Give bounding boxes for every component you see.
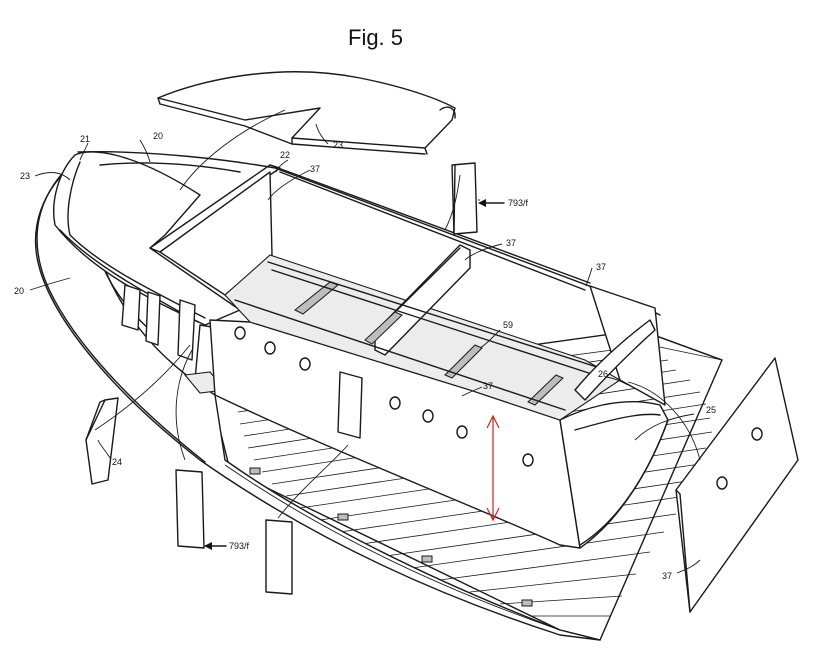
deck-rim xyxy=(77,151,661,316)
label-25: 25 xyxy=(706,405,716,415)
reference-labels: 20 20 21 22 23 23 37 37 37 37 37 24 25 2… xyxy=(14,131,716,581)
label-21: 21 xyxy=(80,134,90,144)
door-opening xyxy=(337,371,363,439)
label-23-left: 23 xyxy=(20,171,30,181)
label-23-top: 23 xyxy=(333,140,343,150)
cabin-box xyxy=(159,171,669,549)
label-37-left: 37 xyxy=(310,164,320,174)
gusset xyxy=(85,397,119,485)
label-793f-top: 793/f xyxy=(508,198,529,208)
insert-arrows xyxy=(204,199,505,550)
insert-bottom-right xyxy=(265,519,293,595)
figure-title: Fig. 5 xyxy=(348,25,403,50)
label-26: 26 xyxy=(598,369,608,379)
side-panel xyxy=(675,357,799,613)
label-20-left: 20 xyxy=(14,286,24,296)
label-20-top: 20 xyxy=(153,131,163,141)
label-59: 59 xyxy=(503,320,513,330)
label-37-rail: 37 xyxy=(483,381,493,391)
label-24: 24 xyxy=(112,457,122,467)
label-37-right: 37 xyxy=(596,262,606,272)
insert-bottom-left xyxy=(175,469,205,549)
top-plate xyxy=(157,71,456,155)
leader-lines xyxy=(29,109,701,574)
label-22: 22 xyxy=(280,150,290,160)
insert-top xyxy=(451,162,478,235)
label-37-panel: 37 xyxy=(662,571,672,581)
label-37-mid: 37 xyxy=(506,238,516,248)
dimension-arrow xyxy=(486,414,500,522)
label-793f-bottom: 793/f xyxy=(229,541,250,551)
portholes xyxy=(234,326,534,467)
